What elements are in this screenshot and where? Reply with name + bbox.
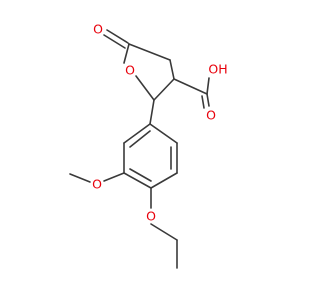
bond-ar4-ar5 — [123, 172, 152, 189]
bond-c5-ketone-o-b — [103, 34, 126, 49]
bond-acid-c-oh — [206, 77, 210, 95]
bond-ring-o-c5 — [123, 43, 130, 64]
ethoxy-group — [150, 187, 178, 269]
bond-c3-acid-c — [173, 78, 208, 95]
bond-ar1-ar2 — [149, 123, 178, 144]
lactone-ring — [103, 29, 175, 101]
bond-c2-aryl — [149, 99, 155, 125]
ring-oxygen-label: O — [125, 63, 135, 78]
ketone-oxygen-label: O — [93, 22, 103, 37]
bond-ar5-methoxy-o — [103, 172, 125, 182]
bond-methoxy-o-ch3 — [69, 173, 91, 183]
molecule-diagram: O O OH O O O — [69, 22, 228, 269]
bond-c3-c2 — [153, 78, 175, 101]
acid-carbonyl-oxygen-label: O — [206, 108, 216, 123]
bond-ar6-ar1 — [123, 123, 151, 144]
methoxy-group — [69, 172, 125, 183]
benzene-ring — [123, 99, 178, 189]
methoxy-oxygen-label: O — [92, 177, 102, 192]
bond-acid-c-o-a — [206, 93, 210, 107]
bond-ar3-ar4 — [150, 172, 178, 189]
ethoxy-oxygen-label: O — [146, 209, 156, 224]
bond-ar4-ar5-inner — [129, 168, 152, 182]
acid-hydroxyl-label: OH — [208, 62, 227, 77]
bond-ethoxy-o-ch2 — [150, 223, 178, 241]
bond-ar6-ar1-inner — [129, 130, 151, 148]
bond-c5-c4 — [128, 43, 171, 61]
bond-c5-ketone-o-a — [106, 29, 129, 44]
carboxylic-acid — [173, 77, 210, 109]
bond-acid-c-o-b — [201, 95, 205, 109]
bond-c4-c3 — [169, 59, 175, 80]
atom-labels: O O OH O O O — [92, 22, 228, 224]
bond-c2-ring-o — [135, 75, 155, 101]
